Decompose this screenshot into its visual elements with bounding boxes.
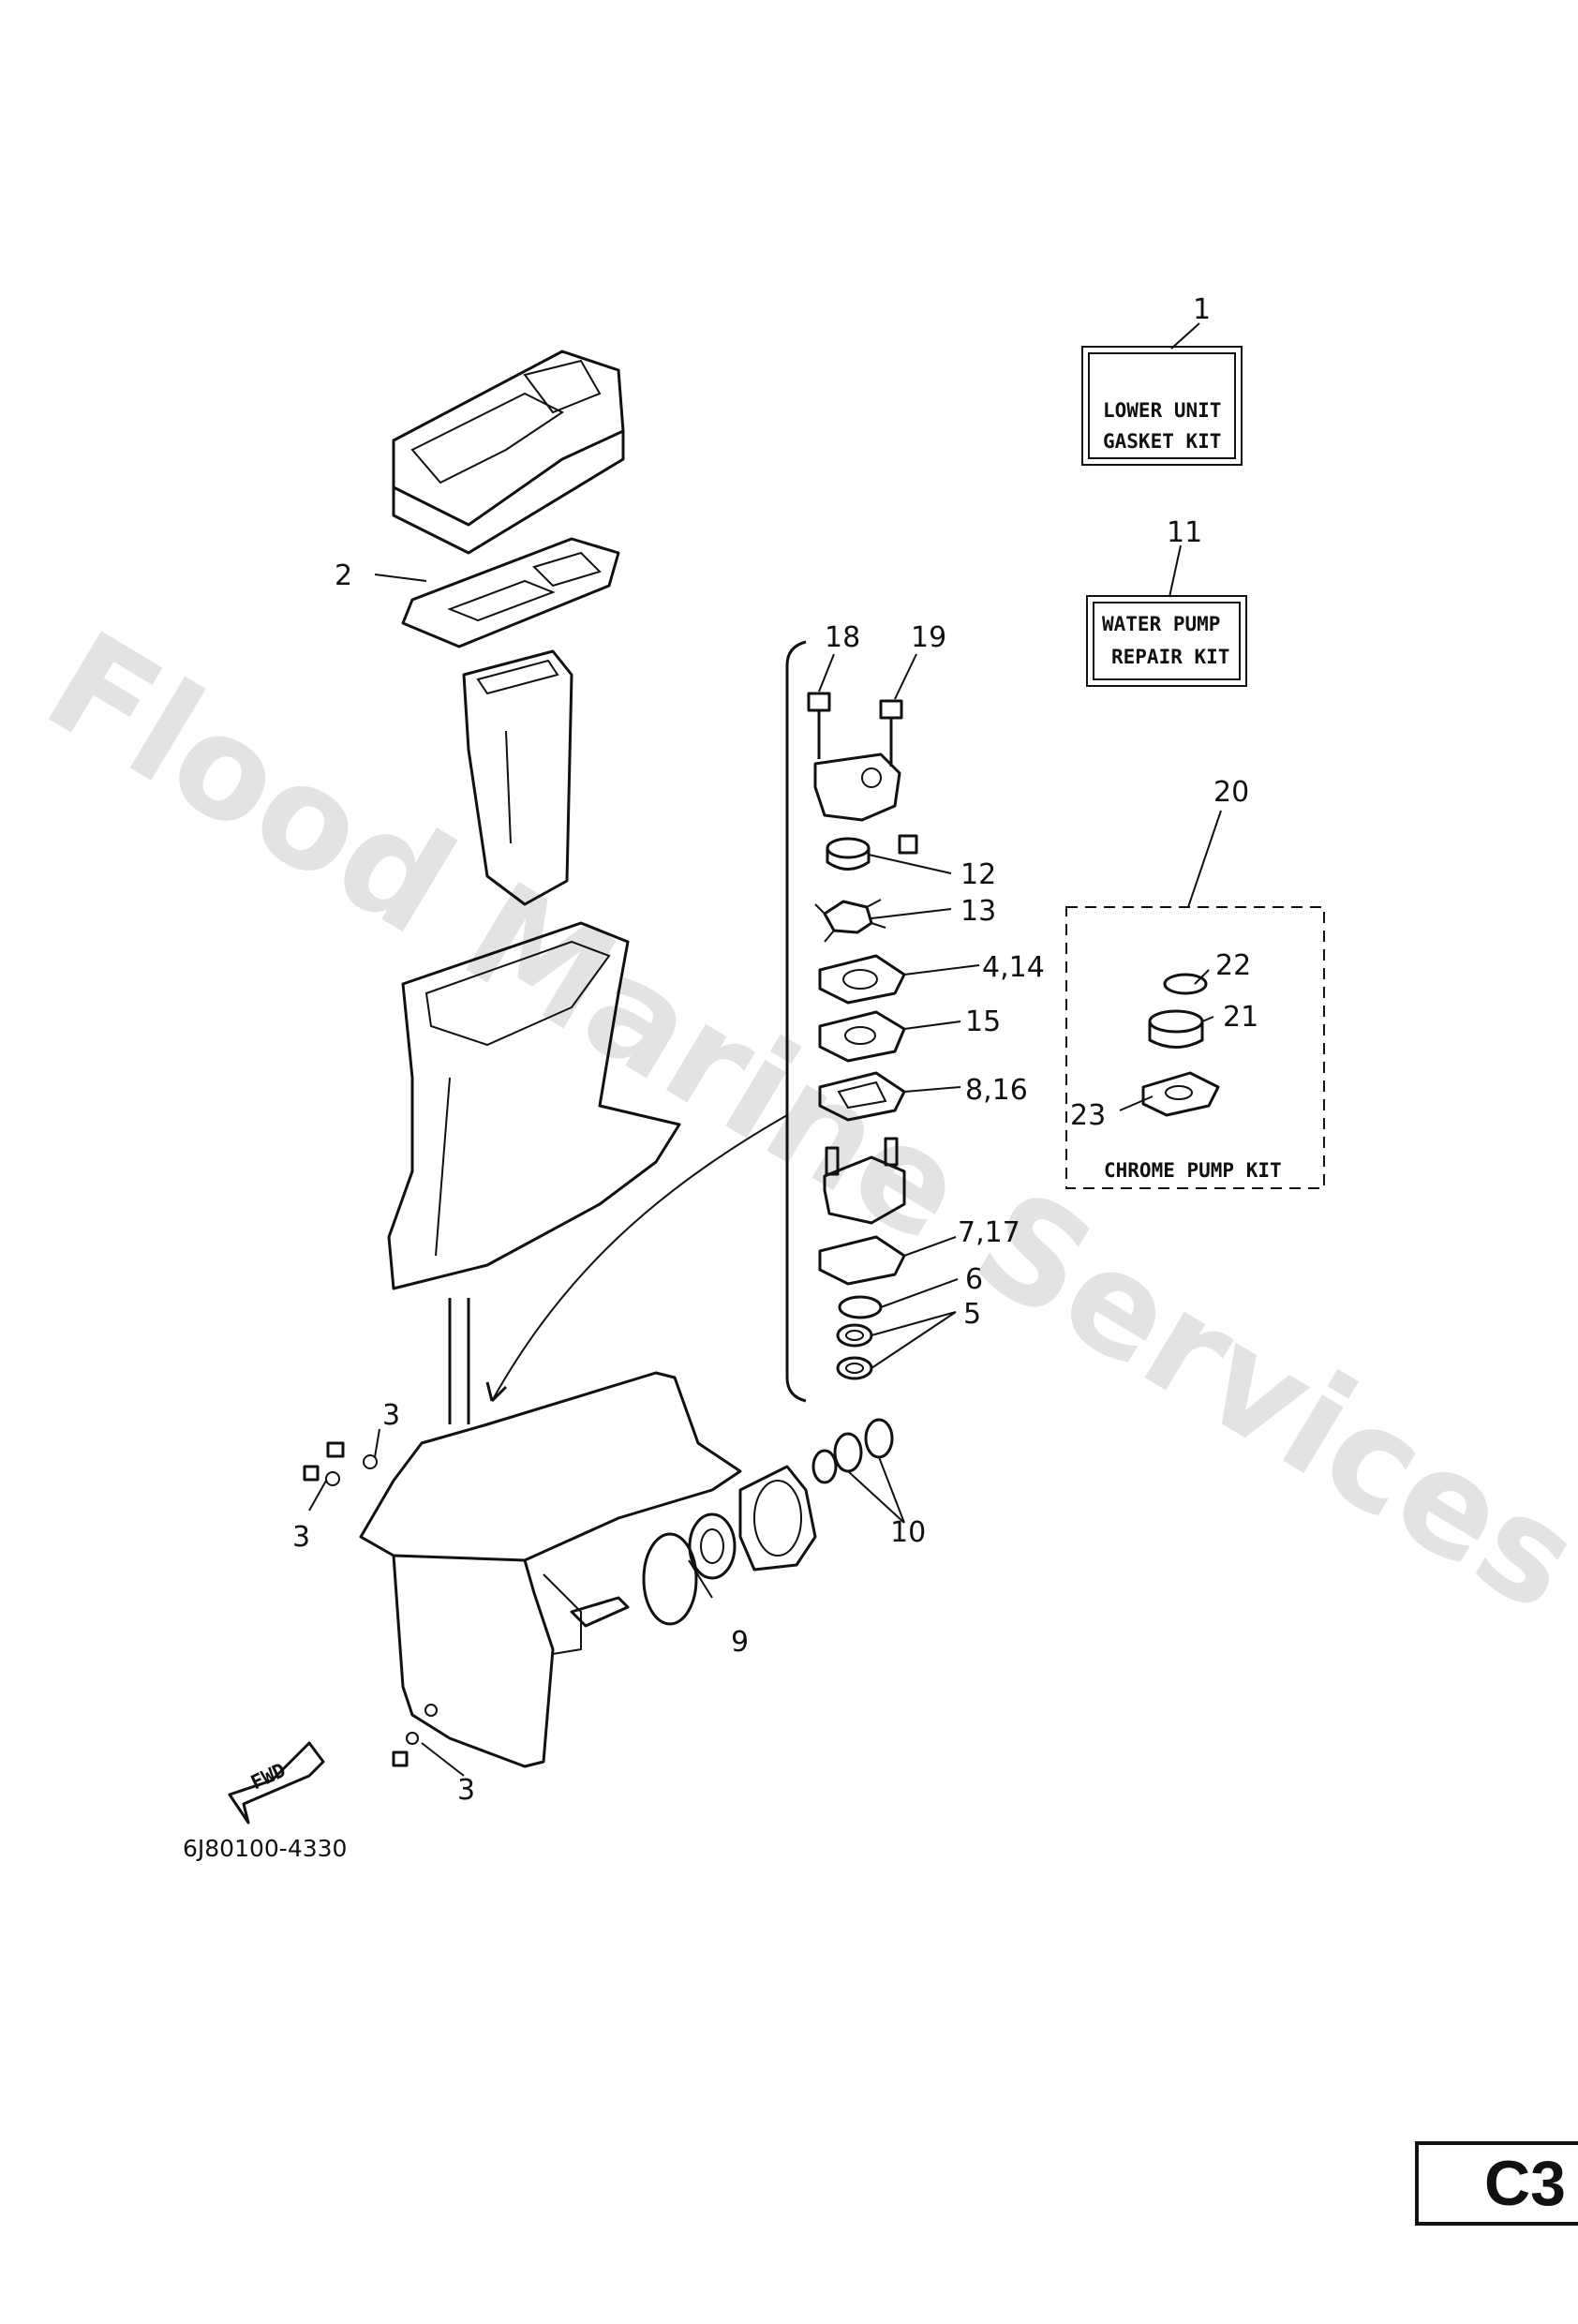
upper-gasket-plate — [392, 350, 625, 555]
gasket-2 — [401, 537, 620, 648]
gasket-8-16 — [818, 1071, 906, 1122]
callout-8-16: 8,16 — [965, 1074, 1028, 1107]
svg-text:GASKET KIT: GASKET KIT — [1103, 430, 1221, 453]
callout-4-14: 4,14 — [982, 951, 1045, 984]
screw-3b — [303, 1465, 340, 1486]
gasket-7-17 — [818, 1235, 906, 1286]
callout-3-top: 3 — [382, 1399, 400, 1432]
svg-text:LOWER UNIT: LOWER UNIT — [1103, 399, 1221, 422]
callout-13: 13 — [960, 895, 996, 928]
pump-housing — [813, 752, 918, 855]
fwd-arrow-icon: FWD — [228, 1741, 325, 1825]
screw-3a — [326, 1441, 378, 1469]
callout-9: 9 — [731, 1626, 749, 1659]
bolt-19 — [879, 699, 903, 767]
o-ring-6 — [838, 1295, 883, 1319]
water-pump-repair-kit-box: WATER PUMP REPAIR KIT — [1086, 595, 1247, 687]
bearing-housing-seal — [688, 1512, 737, 1580]
outer-plate-23 — [1141, 1071, 1220, 1117]
svg-text:WATER PUMP: WATER PUMP — [1102, 613, 1220, 635]
lower-unit-gasket-kit-box: LOWER UNIT GASKET KIT — [1081, 346, 1243, 466]
callout-1: 1 — [1193, 293, 1211, 326]
gasket-4-14 — [818, 954, 906, 1005]
svg-text:REPAIR KIT: REPAIR KIT — [1111, 646, 1229, 668]
pump-group-bracket — [785, 640, 807, 1403]
callout-labels: 1 2 3 3 3 4,14 5 6 7,17 8,16 9 10 11 12 … — [292, 293, 1258, 1807]
insert-cartridge-22 — [1163, 973, 1208, 995]
callout-22: 22 — [1215, 949, 1251, 982]
leader-lines — [308, 322, 1222, 1777]
callout-15: 15 — [965, 1006, 1001, 1038]
lower-casing — [359, 1371, 742, 1768]
watermark-text: Flood Marine Services — [20, 602, 1578, 1644]
callout-3-left: 3 — [292, 1521, 310, 1554]
oil-seal-5a — [836, 1323, 873, 1348]
outer-plate-15 — [818, 1010, 906, 1063]
callout-5: 5 — [963, 1298, 981, 1331]
callout-11: 11 — [1167, 516, 1202, 549]
pump-base — [823, 1137, 906, 1225]
callout-19: 19 — [911, 621, 946, 654]
insert-cartridge-12 — [826, 837, 871, 871]
fwd-label: FWD — [247, 1759, 290, 1795]
chrome-pump-kit-box: CHROME PUMP KIT — [1065, 906, 1325, 1189]
assembly-arrow — [491, 1114, 788, 1402]
callout-7-17: 7,17 — [958, 1216, 1020, 1249]
svg-text:CHROME PUMP KIT: CHROME PUMP KIT — [1104, 1159, 1282, 1182]
o-ring-9 — [642, 1532, 698, 1626]
callout-12: 12 — [960, 858, 996, 891]
callout-6: 6 — [965, 1263, 983, 1296]
drawing-code: 6J80100-4330 — [183, 1835, 348, 1862]
page-badge: C3 — [1415, 2141, 1578, 2226]
exhaust-guide — [462, 649, 573, 906]
callout-21: 21 — [1223, 1001, 1258, 1034]
callout-2: 2 — [335, 559, 352, 592]
callout-18: 18 — [825, 621, 860, 654]
oil-seal-10a — [811, 1449, 838, 1484]
drive-shaft — [448, 1298, 470, 1424]
oil-seal-10c — [864, 1418, 894, 1459]
screw-3c — [392, 1732, 419, 1767]
oil-seal-10b — [833, 1432, 863, 1473]
oil-seal-5b — [836, 1356, 873, 1380]
callout-20: 20 — [1213, 776, 1249, 809]
propeller-shaft-housing — [738, 1465, 817, 1572]
callout-10: 10 — [890, 1516, 926, 1549]
impeller-13 — [814, 899, 886, 943]
page-badge-text: C3 — [1484, 2148, 1566, 2219]
bolt-18 — [807, 692, 831, 759]
callout-23: 23 — [1070, 1099, 1106, 1132]
upper-casing — [387, 921, 681, 1290]
insert-cartridge-21 — [1148, 1009, 1204, 1049]
callout-3-bottom: 3 — [457, 1774, 475, 1807]
